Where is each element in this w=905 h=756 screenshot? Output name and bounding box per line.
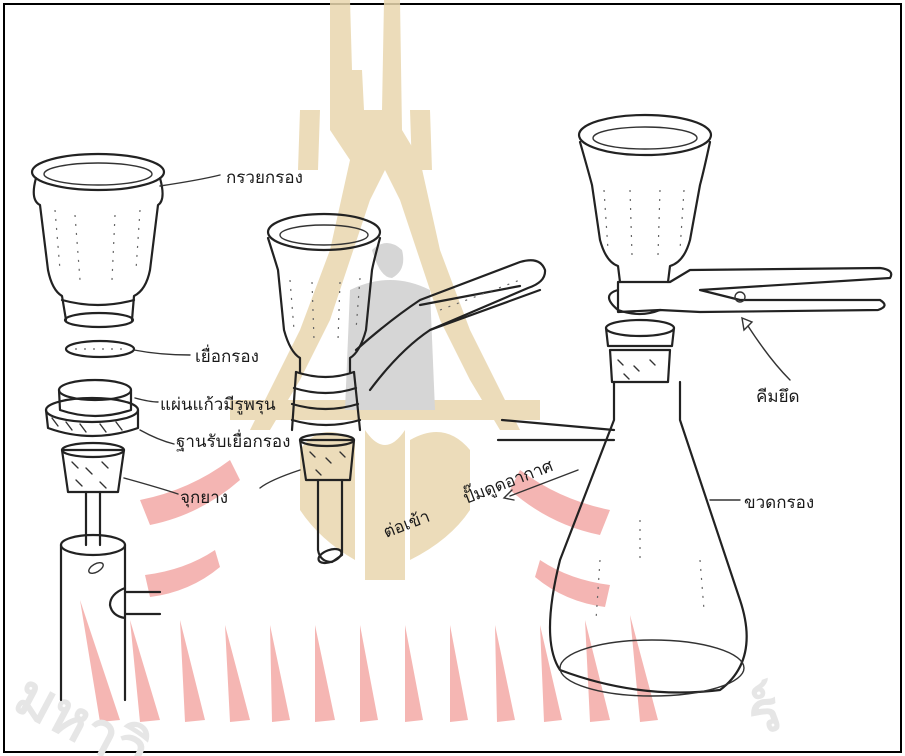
label-membrane: เยื่อกรอง	[195, 344, 259, 367]
label-porous-glass: แผ่นแก้วมีรูพรุน	[160, 395, 276, 415]
label-stopper: จุกยาง	[180, 488, 228, 508]
label-clamp: คีมยึด	[756, 387, 800, 407]
label-membrane-base: ฐานรับเยื่อกรอง	[176, 429, 290, 452]
label-funnel: กรวยกรอง	[226, 168, 303, 188]
label-flask: ขวดกรอง	[744, 493, 814, 513]
